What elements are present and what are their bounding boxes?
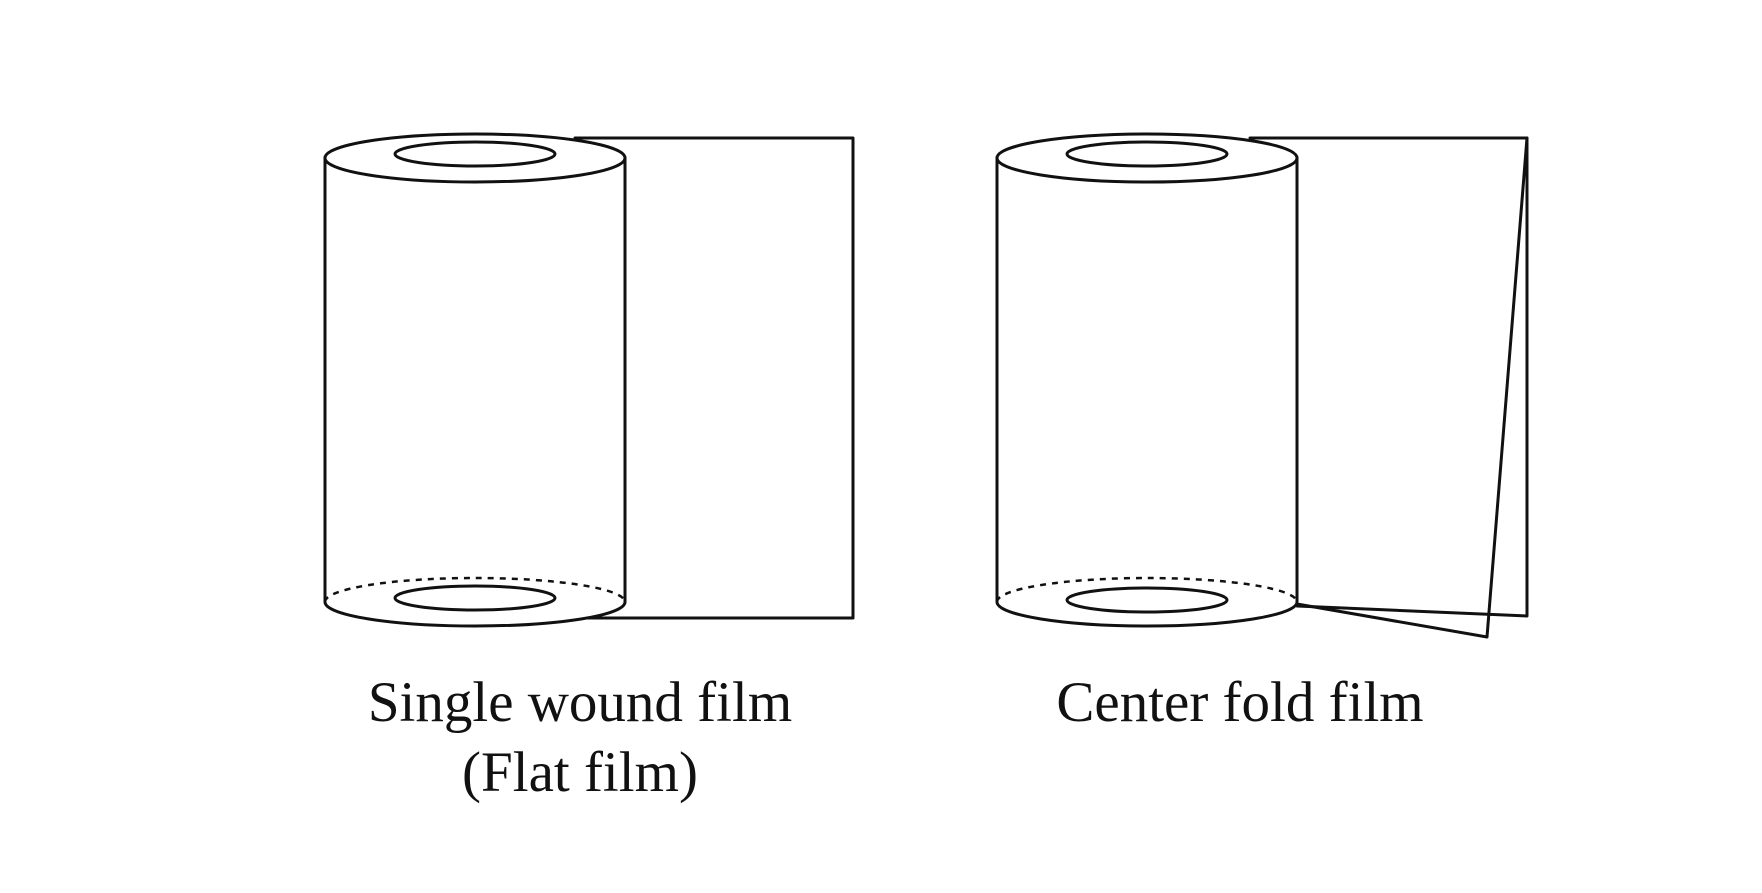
caption-line: Center fold film	[1056, 671, 1424, 734]
roll-bottom-hidden-edge	[323, 576, 627, 603]
roll-bottom-hidden-edge	[995, 576, 1299, 603]
center-fold-roll	[995, 132, 1529, 639]
roll-top-face	[323, 132, 627, 184]
roll-bottom-core	[393, 584, 557, 612]
caption-line: (Flat film)	[462, 741, 698, 804]
roll-top-face	[995, 132, 1299, 184]
caption-line: Single wound film	[367, 671, 793, 734]
fold-back-sheet	[1248, 136, 1529, 618]
roll-top-core	[393, 140, 557, 168]
fold-front-sheet	[1295, 136, 1529, 639]
roll-top-core	[1065, 140, 1229, 168]
flat-sheet	[573, 136, 855, 620]
center-fold-caption: Center fold film	[960, 668, 1520, 738]
single-wound-roll	[323, 132, 855, 628]
roll-body	[995, 156, 1299, 628]
roll-body	[323, 156, 627, 628]
single-wound-caption: Single wound film (Flat film)	[300, 668, 860, 808]
roll-bottom-core	[1065, 586, 1229, 614]
